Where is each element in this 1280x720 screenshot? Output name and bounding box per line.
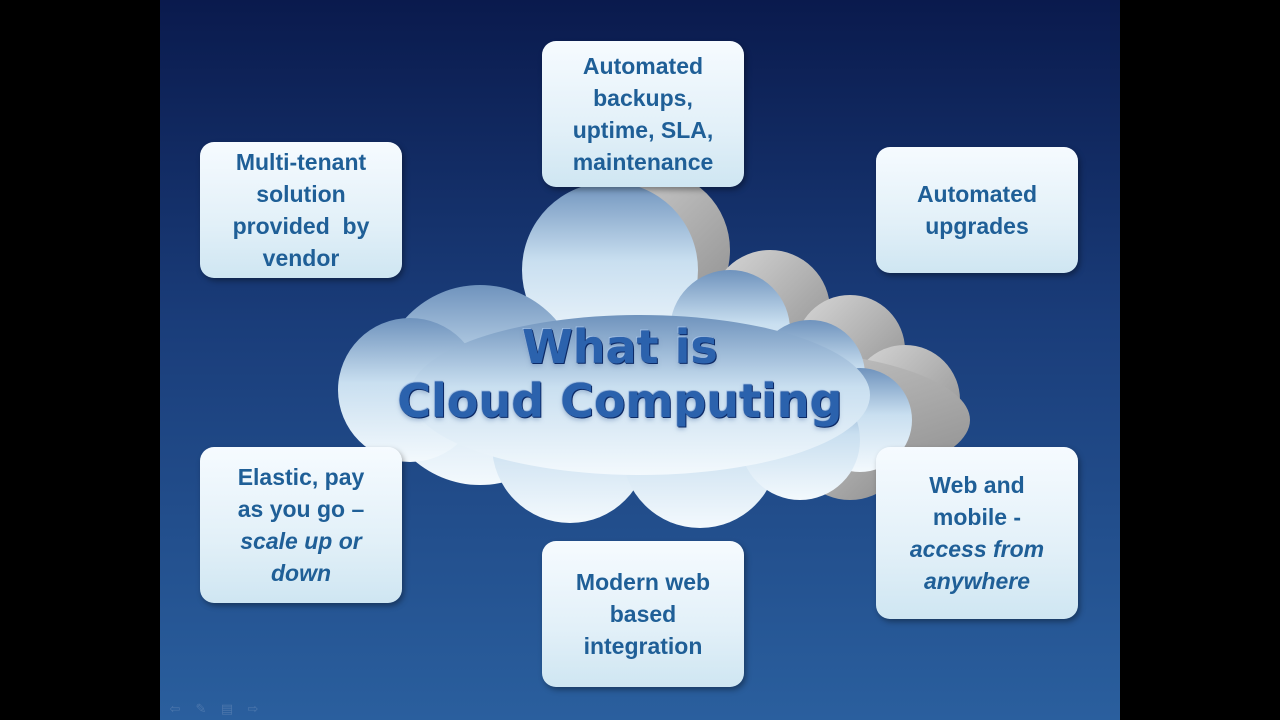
arrow-left-icon[interactable]: ⇦ bbox=[169, 701, 181, 716]
title-line-1: What is bbox=[522, 320, 718, 374]
feature-box-automated-upgrades: Automated upgrades bbox=[876, 147, 1078, 273]
feature-line: provided by bbox=[232, 213, 370, 239]
feature-box-elastic: Elastic, pay as you go – scale up or dow… bbox=[200, 447, 402, 603]
feature-line: maintenance bbox=[572, 149, 714, 175]
title-line-2: Cloud Computing bbox=[397, 374, 843, 428]
feature-line: Web and bbox=[929, 472, 1025, 498]
feature-line: Elastic, pay bbox=[237, 464, 365, 490]
slide-title: What is Cloud Computing bbox=[340, 320, 900, 428]
feature-line: anywhere bbox=[923, 568, 1031, 594]
feature-line: Multi-tenant bbox=[235, 149, 367, 175]
feature-line: Automated bbox=[582, 53, 704, 79]
feature-line: access from bbox=[909, 536, 1045, 562]
feature-line: upgrades bbox=[925, 213, 1029, 239]
feature-box-automated-backups: Automated backups, uptime, SLA, maintena… bbox=[542, 41, 744, 187]
cloud-icon bbox=[338, 170, 970, 528]
feature-line: solution bbox=[256, 181, 346, 207]
pen-icon[interactable]: ✎ bbox=[195, 701, 207, 716]
feature-box-multi-tenant: Multi-tenant solution provided by vendor bbox=[200, 142, 402, 278]
feature-line: integration bbox=[583, 633, 703, 659]
feature-line: Automated bbox=[916, 181, 1038, 207]
feature-box-web-mobile: Web and mobile - access from anywhere bbox=[876, 447, 1078, 619]
feature-line: Modern web bbox=[575, 569, 711, 595]
feature-line: mobile - bbox=[932, 504, 1022, 530]
feature-line: scale up or bbox=[240, 528, 362, 554]
menu-icon[interactable]: ▤ bbox=[220, 701, 234, 716]
feature-line: down bbox=[270, 560, 332, 586]
feature-line: based bbox=[609, 601, 677, 627]
feature-box-web-integration: Modern web based integration bbox=[542, 541, 744, 687]
feature-line: backups, bbox=[593, 85, 693, 111]
feature-line: vendor bbox=[262, 245, 340, 271]
arrow-right-icon[interactable]: ⇨ bbox=[247, 701, 259, 716]
feature-line: as you go – bbox=[237, 496, 365, 522]
feature-line: uptime, SLA, bbox=[572, 117, 714, 143]
presentation-slide: What is Cloud Computing Automated backup… bbox=[160, 0, 1120, 720]
slideshow-nav: ⇦ ✎ ▤ ⇨ bbox=[166, 702, 262, 716]
